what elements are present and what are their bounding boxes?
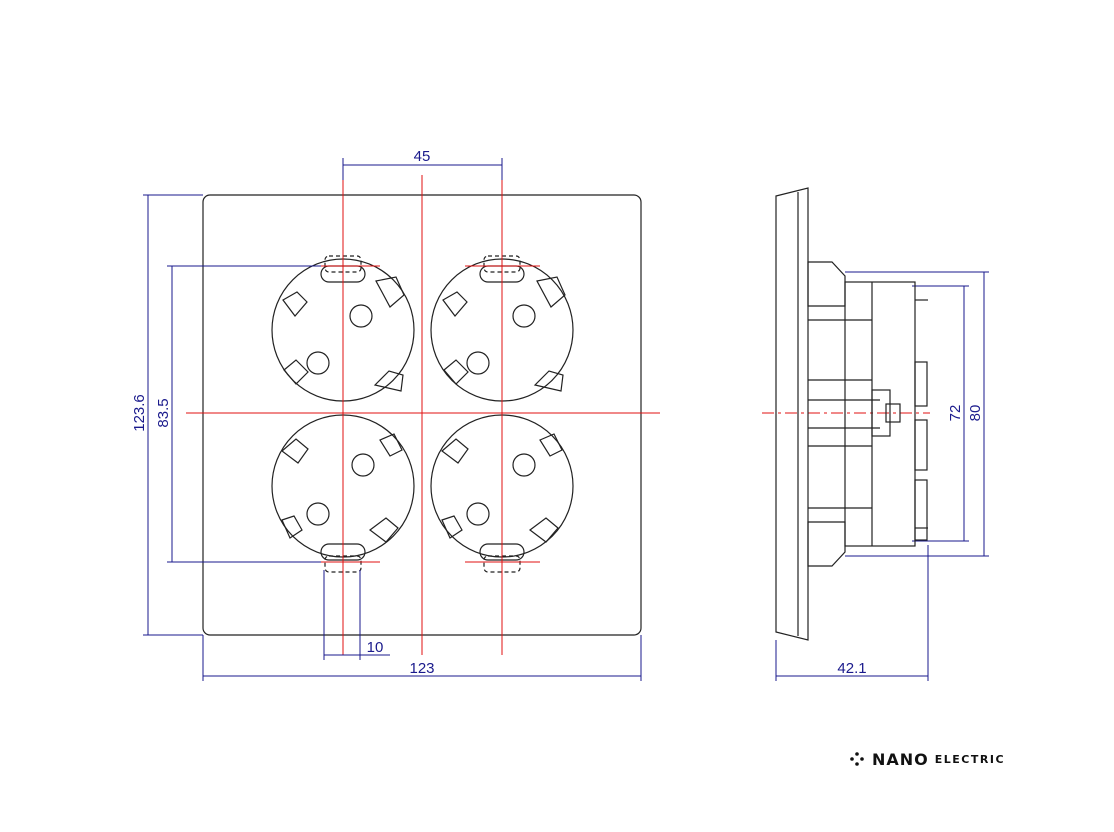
logo-subtitle: ELECTRIC — [934, 752, 1006, 766]
dim-depth: 42.1 — [837, 660, 866, 677]
dim-center-spacing: 45 — [414, 148, 431, 165]
logo-brand: NANO — [872, 749, 929, 769]
dim-body-height-outer: 80 — [967, 405, 984, 422]
centerlines — [186, 175, 930, 655]
dimension-labels: 45 10 123 42.1 123.6 83.5 72 80 — [131, 148, 984, 677]
brand-logo: NANO ELECTRIC — [848, 748, 1005, 770]
dim-plate-height: 123.6 — [131, 394, 148, 432]
dim-body-height-inner: 72 — [947, 405, 964, 422]
dim-plate-width: 123 — [409, 660, 434, 677]
dots-icon — [850, 752, 864, 766]
dimension-lines — [143, 158, 989, 681]
dim-slot-width: 10 — [367, 639, 384, 656]
dim-socket-span: 83.5 — [155, 398, 172, 427]
side-view — [775, 187, 928, 641]
